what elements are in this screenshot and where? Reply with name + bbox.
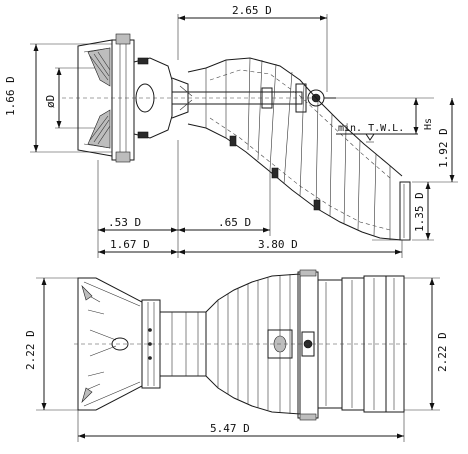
dim-hs: Hs	[336, 97, 434, 134]
min-twl-marker: min. T.W.L.	[336, 123, 418, 143]
dim-offset-left-label: .53 D	[108, 216, 141, 229]
dim-runner-diameter-label: øD	[44, 95, 57, 108]
dim-plan-width-right-label: 2.22 D	[436, 332, 449, 372]
dim-left-height-label: 1.66 D	[4, 76, 17, 116]
dim-outlet-height: 1.35 D	[412, 182, 434, 241]
dim-total-length: 5.47 D	[77, 410, 405, 442]
dim-plan-width-right: 2.22 D	[404, 277, 449, 411]
dim-top-length-label: 2.65 D	[232, 4, 272, 17]
min-twl-label: min. T.W.L.	[338, 123, 404, 134]
elevation-view: 2.65 D 1.66 D øD	[4, 4, 458, 258]
dim-draft-length-label: 3.80 D	[258, 238, 298, 251]
dim-outlet-drop: 1.92 D	[412, 98, 458, 183]
plan-flange	[297, 269, 319, 421]
dim-top-length: 2.65 D	[177, 4, 328, 92]
dim-plan-width-left-label: 2.22 D	[24, 330, 37, 370]
dim-outlet-drop-label: 1.92 D	[437, 128, 450, 168]
plan-view: 2.22 D 2.22 D	[24, 269, 449, 442]
dim-total-length-label: 5.47 D	[210, 422, 250, 435]
draft-tube-elbow	[187, 57, 403, 241]
draft-outlet	[372, 181, 411, 241]
dim-offset-right-label: .65 D	[218, 216, 251, 229]
dim-outlet-height-label: 1.35 D	[413, 192, 426, 232]
inlet-bell	[77, 39, 113, 157]
dim-plan-width-left: 2.22 D	[24, 277, 80, 411]
dim-lengths: 1.67 D 3.80 D	[98, 238, 403, 258]
dim-offsets: .53 D .65 D	[97, 140, 271, 258]
dim-left-height: 1.66 D	[4, 43, 112, 153]
stay-ring	[111, 33, 135, 163]
dim-inlet-length-label: 1.67 D	[110, 238, 150, 251]
dim-hs-label: Hs	[423, 118, 434, 130]
dim-runner-diameter: øD	[44, 67, 96, 129]
